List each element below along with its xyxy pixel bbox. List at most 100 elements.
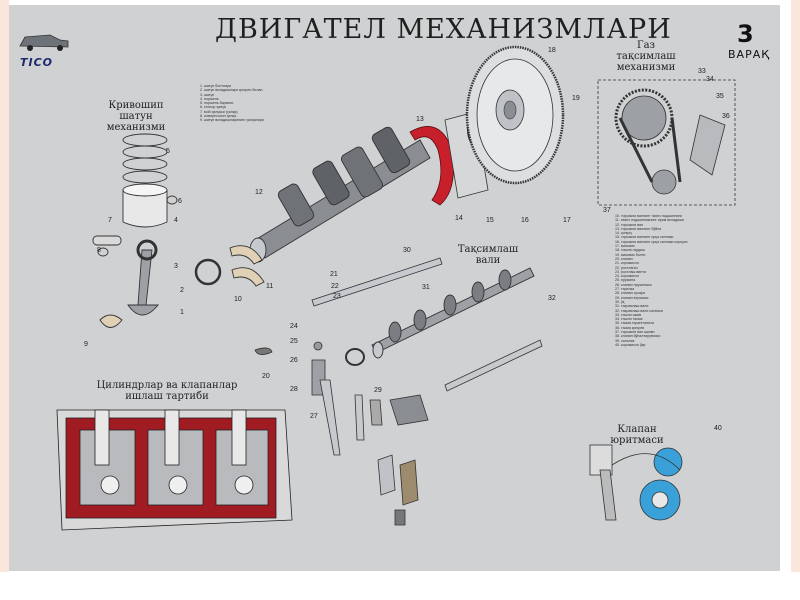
crankshaft [249,126,431,263]
callout-25: 25 [290,338,298,345]
valve-drive [589,444,683,521]
rocker-shafts [311,257,543,392]
callout-24: 24 [290,323,298,330]
callout-7: 7 [108,217,112,224]
legend-item: 5. поршень бармоғи [200,101,234,106]
legend-item: 13. тирсакли валнинг бўйни [615,226,662,231]
main-bearings [194,245,265,287]
legend-item: 14. қопқоқ [615,231,632,236]
section-valve-title: Клапан юритмаси [610,424,664,446]
callout-23: 23 [333,293,341,300]
section-firing-order-title: Цилиндрлар ва клапанлар ишлаш тартиби [96,380,238,402]
callout-numbers: 1 2 3 4 5 6 7 8 9 10 11 12 13 14 15 16 1… [84,47,730,432]
callout-26: 26 [290,357,298,364]
flywheel [465,45,565,185]
legend-item: 28. клапан сухари [615,291,645,296]
callout-1: 1 [180,309,184,316]
legend-item: 22. ростлагич [615,265,638,270]
callout-33: 33 [698,68,706,75]
camshaft [371,267,535,359]
piston-ring-4 [122,170,168,184]
legend-item: 32. тақсимлаш вали салники [615,308,663,313]
legend-item: 18. тишли гардиш [615,248,645,253]
timing-cover [597,79,736,206]
legend-item: 2. шатун вкладишлари қопқоғи билан [200,88,263,93]
callout-18: 18 [548,47,556,54]
callout-17: 17 [563,217,571,224]
piston-pin [92,235,122,246]
rod-bearing [99,314,123,328]
section-piston-title: Кривошип шатун механизми [106,100,166,133]
legend-item: 24. коромисло [615,274,640,279]
legend-item: 36. тасма қопқоғи [615,325,645,330]
callout-21: 21 [330,271,338,278]
callout-10: 10 [234,296,242,303]
page-title: ДВИГАТЕЛ МЕХАНИЗМЛАРИ [215,14,672,45]
sheet-word: ВАРАҚ [728,48,771,61]
legend-item: 40. коромисло ўқи [615,342,646,347]
legend-item: 1. шатун болтлари [200,84,232,88]
section-camshaft-title: Тақсимлаш вали [457,244,519,266]
piston-assembly [92,133,178,328]
callout-37: 37 [603,207,611,214]
callout-14: 14 [455,215,463,222]
callout-5: 5 [166,148,170,155]
legend-item: 20. клапан [615,256,633,261]
callout-3: 3 [174,263,178,270]
legend-item: 17. маховик [615,244,635,249]
legend-item: 9. шатун вкладишларининг ҳалқалари [200,118,264,123]
callout-12: 12 [255,189,263,196]
callout-2: 2 [180,287,184,294]
callout-28: 28 [290,386,298,393]
callout-16: 16 [521,217,529,224]
legend-item: 29. клапан втулкаси [615,295,649,300]
callout-29: 29 [374,387,382,394]
callout-35: 35 [716,93,724,100]
callout-9: 9 [84,341,88,348]
cylinder-head [56,409,293,531]
legend-item: 25. пружина [615,278,636,283]
callout-15: 15 [486,217,494,224]
legend-item: 11. таянч подшипникнинг ярим вкладиши [615,218,684,223]
legend-item: 38. клапан йўналтирувчиси [615,334,661,339]
left-edge [0,0,9,575]
callout-31: 31 [422,284,430,291]
callout-11: 11 [266,283,273,290]
piston-ring-2 [122,145,168,159]
piston-ring-3 [122,157,168,171]
right-edge [791,0,800,575]
legend-item: 23. ростлаш винти [615,269,646,274]
callout-19: 19 [572,95,580,102]
legend-item: 15. тирсакли валнинг орқа салники [615,235,674,240]
legend-item: 26. клапан пружинаси [615,282,652,287]
legend-item: 31. тақсимлаш вали [615,304,649,309]
legend-item: 7. мой ҳалқаси (ҳалқа) [200,109,238,114]
legend-item: 34. тишли тасма [615,317,643,322]
callout-6: 6 [178,198,182,205]
rod-cap [127,304,159,316]
legend-item: 19. маховик болти [615,252,646,257]
callout-27: 27 [310,413,318,420]
legend-item: 39. сальник [615,338,635,343]
callout-13: 13 [416,116,424,123]
rear-seal-gasket [409,126,454,206]
legend-item: 10. тирсакли валнинг таянч подшипниги [615,214,682,218]
callout-22: 22 [331,283,339,290]
legend-item: 21. коромисло [615,261,640,266]
logo-text: TICO [20,56,54,69]
piston-ring-1 [122,133,168,147]
legend-item: 3. шатун [200,92,215,97]
legend-item: 8. компрессион ҳалқа [200,114,237,119]
legend-item: 33. тишли шкив [615,312,642,317]
car-icon [19,34,69,51]
callout-4: 4 [174,217,178,224]
piston-top [122,183,168,197]
legend-item: 12. тирсакли вал [615,222,644,227]
legend-item: 6. стопор ҳалқа [200,105,226,110]
legend-item: 4. поршень [200,96,219,101]
legend-item: 37. тирсакли вал шкиви [615,330,655,335]
callout-40: 40 [714,425,722,432]
